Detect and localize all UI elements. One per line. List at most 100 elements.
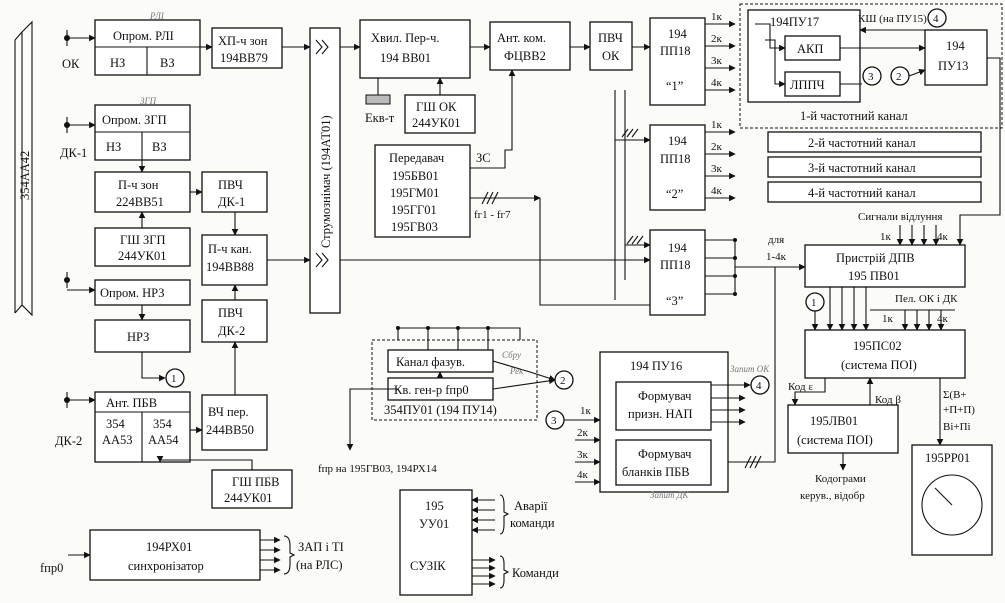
commands-label: Команди [512,566,559,580]
pu01-label: 354ПУ01 (194 ПУ14) [384,403,497,417]
vz-1: ВЗ [160,56,175,70]
zap-1: ЗАП і ТІ [298,540,344,554]
akp: АКП [797,42,823,56]
suzik-label: СУЗІК [410,559,446,573]
ps02-k4: 4к [937,313,949,325]
lv01-2: (система ПОІ) [797,433,873,447]
node-1-a: 1 [171,373,177,385]
zap-2: (на РЛС) [296,558,343,572]
ksh-label: КШ (на ПУ15) [858,13,927,25]
ok-antenna-group: ОК Опром. РЛІ НЗ ВЗ РЛІ ХП-ч зон 194ВВ79 [62,11,311,76]
kodograms-1: Кодограми [815,473,866,485]
waveguide-switch-group: Хвил. Пер-ч. 194 ВВ01 Екв-т ГШ ОК 244УК0… [359,19,651,134]
form-pbv-2: бланків ПБВ [622,465,690,479]
ant-kom-1: Ант. ком. [497,31,546,45]
aa53-2: АА53 [102,433,133,447]
hw-zap-ok: Запит ОК [730,364,770,374]
tx-3: 195ГМ01 [390,186,439,200]
avar-2: команди [510,516,555,530]
dk2-label: ДК-2 [55,434,82,448]
pu16-k2: 2к [577,427,589,439]
hp-zon-1: ХП-ч зон [218,34,268,48]
pu16-label: 194 ПУ16 [630,359,682,373]
pu16-k3: 3к [577,449,589,461]
pp18-c-2: ПП18 [660,258,691,272]
vz-2: ВЗ [152,140,167,154]
dk2-group: ДК-2 Ант. ПБВ 354 АА53 354 АА54 ВЧ пер. … [55,341,293,509]
hp-zon-2: 194ВВ79 [220,51,268,65]
pu16-k4: 4к [577,469,589,481]
form-pbv-1: Формувач [638,447,691,461]
gsh-pbv-2: 244УК01 [224,491,272,505]
pvch-dk2-2: ДК-2 [218,324,245,338]
ant-pbv: Ант. ПБВ [106,396,157,410]
aa53-1: 354 [106,417,126,431]
for-14k-2: 1-4к [766,251,787,263]
pp18-a-2: ПП18 [660,44,691,58]
pp18-c-1: 194 [668,241,688,255]
pel-label: Пел. ОК і ДК [895,293,958,305]
chan4-label: 4-й частотний канал [808,186,916,200]
hw-rli: РЛІ [149,11,165,21]
pp18-c-3: “3” [666,294,683,308]
aa54-1: 354 [153,417,173,431]
bus-label: 354АА42 [18,151,32,200]
rr01-group: 195РР01 [911,444,993,556]
pp18-a-1: 194 [668,27,688,41]
ps02-k1: 1к [882,313,894,325]
hw-zap-dk: Запит ДК [650,490,689,500]
current-collector: Струмознімач (194АТ01) [309,27,341,314]
dk1-label: ДК-1 [60,146,87,160]
ekv-label: Екв-т [365,111,395,125]
pp18-b-1: 194 [668,134,688,148]
rx01-2: синхронізатор [128,559,204,573]
form-nap-2: призн. НАП [628,407,693,421]
kv-gen: Кв. ген-р fпр0 [394,383,469,397]
pp18-outputs: 1к 2к 3к 4к 1к 2к 3к 4к [705,11,806,296]
pp18-b-k2: 2к [711,141,723,153]
pp18-b-k3: 3к [711,163,723,175]
pp18-a-k1: 1к [711,11,723,23]
tx-5: 195ГВ03 [391,220,438,234]
uu01-2: УУ01 [419,517,449,531]
pu13-1: 194 [946,39,966,53]
dpv-2: 195 ПВ01 [848,269,900,283]
nz-1: НЗ [110,56,125,70]
ant-kom-2: ФЦВВ2 [504,49,546,63]
pvch-ok-2: ОК [602,49,620,63]
kodograms-2: керув., відобр [800,490,865,502]
node-2-b: 2 [560,375,566,387]
sum-2: +П+П) [943,404,975,416]
pvch-ok-1: ПВЧ [598,31,623,45]
pp18-a-3: “1” [666,79,683,93]
khv-per-2: 194 ВВ01 [380,51,431,65]
for-14k-1: для [768,234,784,246]
freq-channel-1: 194ПУ17 АКП ЛППЧ 3 2 КШ (на ПУ15) 4 194 … [739,3,1003,246]
ok-label: ОК [62,57,80,71]
hw-sbpu: Сбру [502,350,521,360]
form-nap-1: Формувач [638,389,691,403]
ps02-2: (система ПОІ) [841,358,917,372]
sum-3: Bі+Пі [943,421,971,433]
pu16-k1: 1к [580,405,592,417]
node-3-b: 3 [551,415,557,427]
opr-nrz: Опром. НРЗ [100,286,165,300]
pp18-2: 194 ПП18 “2” [649,124,706,211]
pp18-1: 194 ПП18 “1” [649,17,706,106]
gsh-pbv-1: ГШ ПБВ [232,475,280,489]
gsh-ok-1: ГШ ОК [416,100,457,114]
chan1-label: 1-й частотний канал [800,109,908,123]
nz-2: НЗ [106,140,121,154]
ps02-1: 195ПС02 [853,339,902,353]
pch-zon-2: 224ВВ51 [116,195,164,209]
nrz-label: НРЗ [127,330,149,344]
tx-4: 195ГГ01 [391,203,437,217]
freq-channels-2-4: 2-й частотний канал 3-й частотний канал … [767,131,982,223]
pch-kan-2: 194ВВ88 [206,260,254,274]
transmitter-group: Передавач 195БВ01 195ГМ01 195ГГ01 195ГВ0… [374,69,650,306]
lppch: ЛППЧ [790,78,825,92]
pu17-label: 194ПУ17 [770,15,819,29]
dpv-group: 1к 4к Пристрій ДПВ 195 ПВ01 для 1-4к 1 П… [766,225,966,331]
nrz-group: Опром. НРЗ НРЗ 1 ПВЧ ДК-2 [64,272,268,388]
